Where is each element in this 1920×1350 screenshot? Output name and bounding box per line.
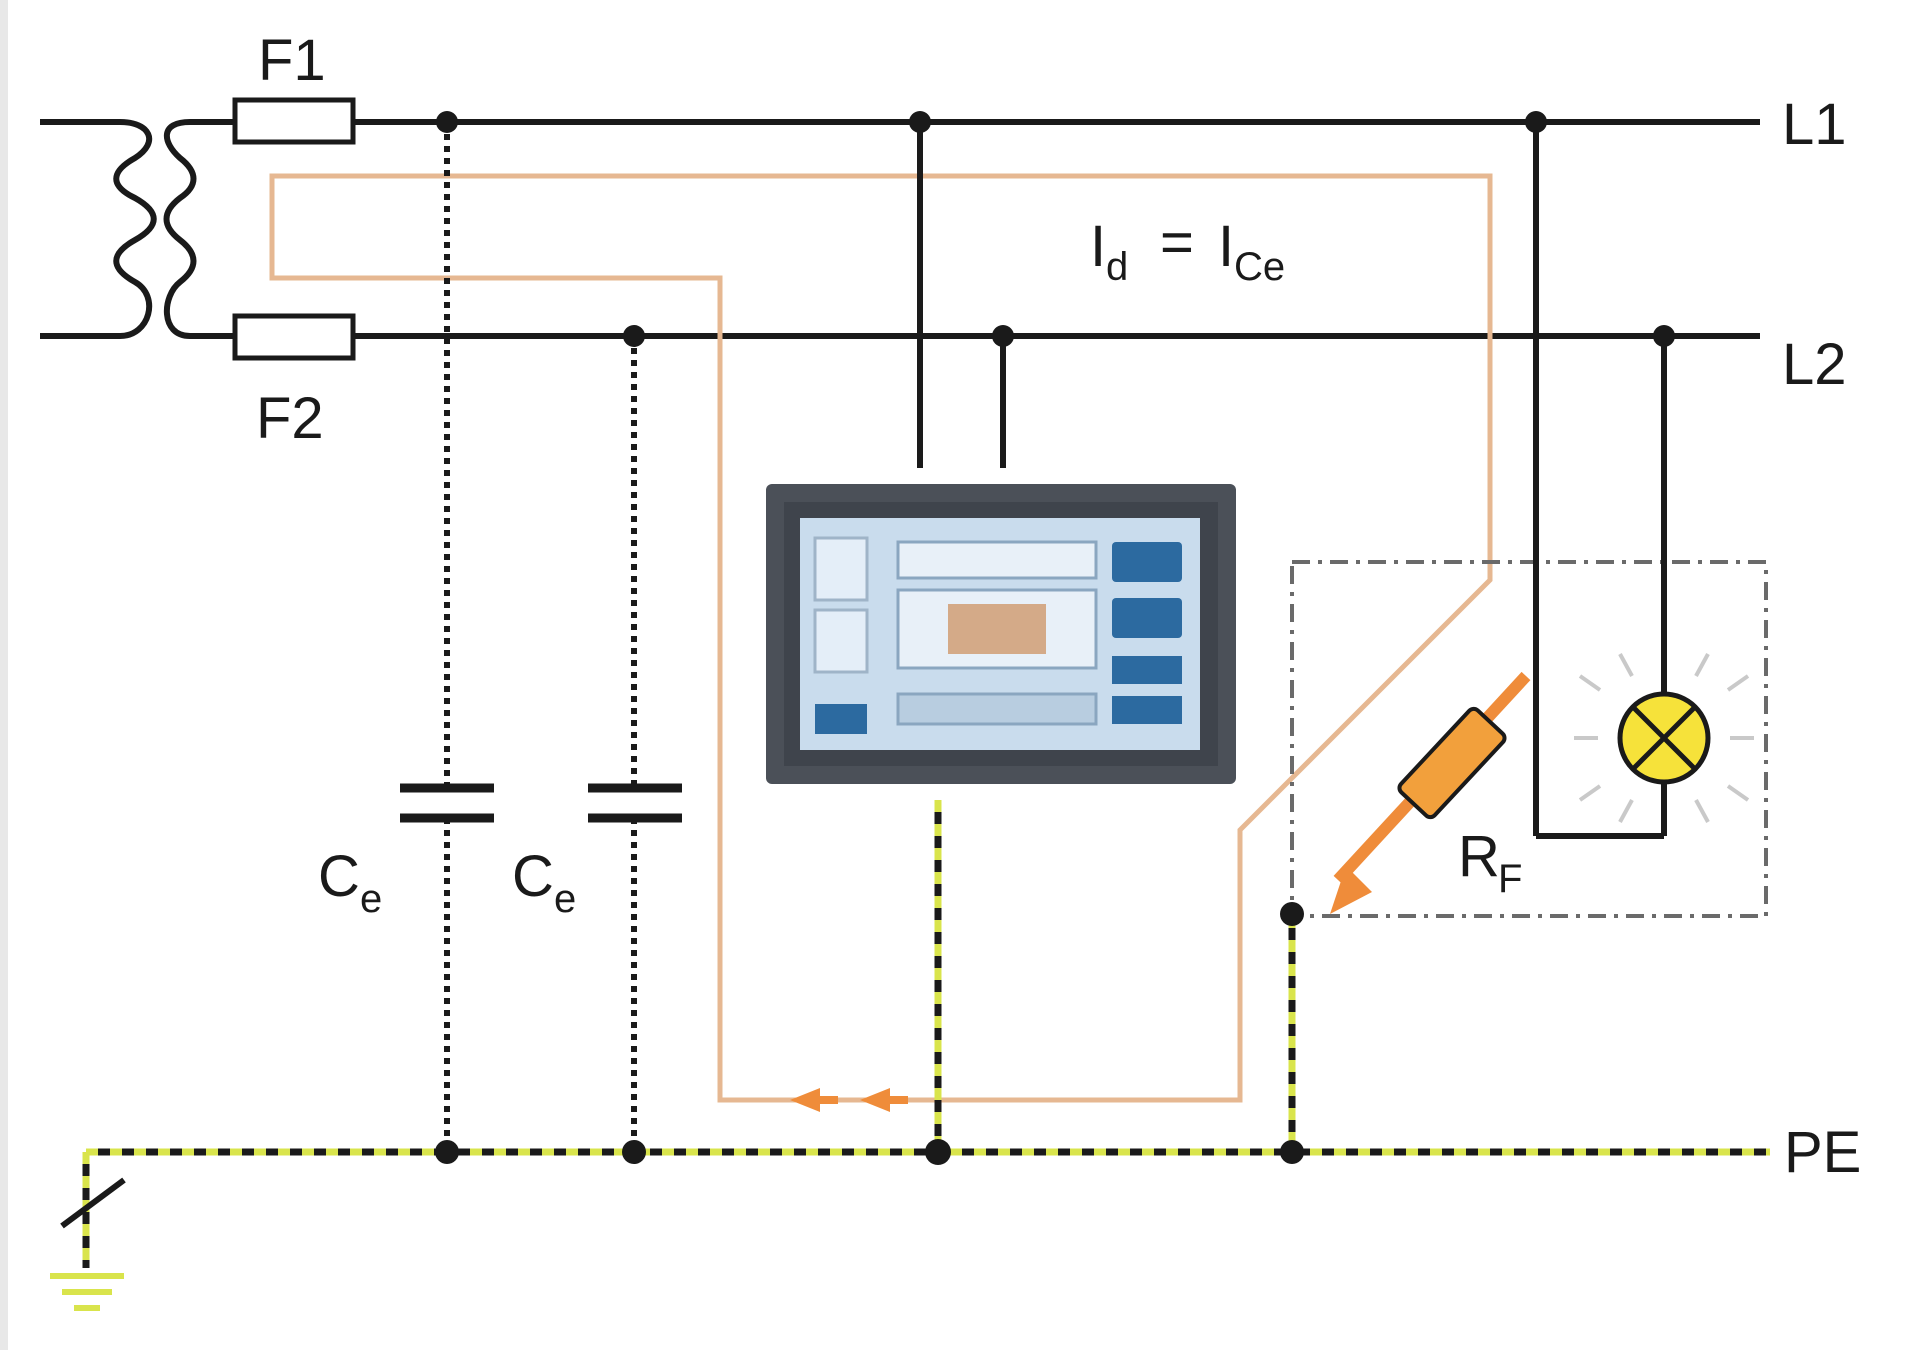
label-ce-1: C e	[318, 844, 382, 921]
insulation-monitor-icon	[766, 484, 1236, 784]
capacitor-ce1-branch	[400, 122, 494, 1152]
label-fault-current: I d = I Ce	[1090, 210, 1285, 289]
current-direction-arrows	[790, 1088, 908, 1112]
label-ce-2: C e	[512, 844, 576, 921]
label-l2: L2	[1782, 332, 1847, 397]
label-f1: F1	[258, 28, 326, 93]
load-enclosure	[1290, 560, 1768, 918]
label-pe: PE	[1784, 1120, 1861, 1185]
page-edge	[0, 0, 8, 1350]
label-current-eq: =	[1160, 210, 1194, 275]
fuse-f1	[232, 97, 356, 145]
label-rf-main: R	[1458, 824, 1500, 889]
fault-current-path	[269, 173, 1493, 1103]
label-rf-sub: F	[1498, 857, 1522, 901]
label-l1: L1	[1782, 92, 1847, 157]
label-ce-2-sub: e	[554, 877, 576, 921]
capacitor-ce2-branch	[588, 336, 682, 1152]
junction-dots	[435, 111, 1675, 1165]
label-id-main: I	[1090, 214, 1106, 279]
lamp-wiring	[1533, 122, 1667, 839]
fault-resistor-icon	[1330, 671, 1531, 914]
device-wires	[917, 122, 1006, 468]
pe-bus	[82, 1148, 1770, 1268]
fuse-f2	[232, 313, 356, 361]
label-rf: R F	[1458, 824, 1522, 901]
label-ce-1-main: C	[318, 844, 360, 909]
label-ce-2-main: C	[512, 844, 554, 909]
label-ice-main: I	[1218, 214, 1234, 279]
label-ce-1-sub: e	[360, 877, 382, 921]
lamp-icon	[1574, 653, 1754, 823]
label-id-sub: d	[1106, 245, 1128, 289]
label-f2: F2	[256, 386, 324, 451]
ground-icon	[50, 1177, 126, 1311]
transformer-icon	[40, 119, 240, 339]
label-ice-sub: Ce	[1234, 245, 1285, 289]
